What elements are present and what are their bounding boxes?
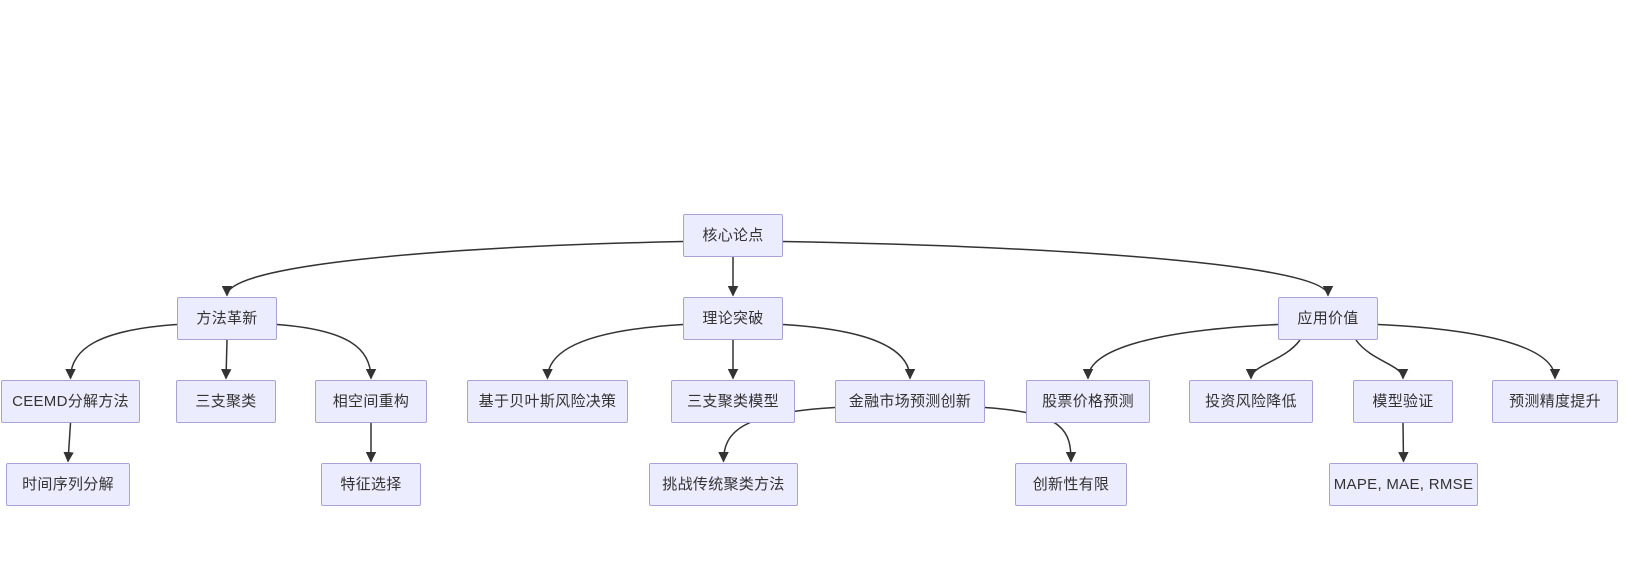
node-method-innovation: 方法革新 — [177, 297, 277, 340]
node-limited-innovation: 创新性有限 — [1015, 463, 1127, 506]
node-evaluation-metrics: MAPE, MAE, RMSE — [1329, 463, 1478, 506]
node-stock-price-prediction: 股票价格预测 — [1026, 380, 1150, 423]
node-financial-market-prediction-innovation: 金融市场预测创新 — [835, 380, 985, 423]
node-label: 股票价格预测 — [1042, 393, 1134, 410]
node-label: 应用价值 — [1297, 310, 1359, 327]
node-label: 三支聚类模型 — [687, 393, 779, 410]
node-three-way-clustering-model: 三支聚类模型 — [671, 380, 795, 423]
node-label: 特征选择 — [340, 476, 402, 493]
node-label: 基于贝叶斯风险决策 — [478, 393, 617, 410]
node-label: 理论突破 — [702, 310, 764, 327]
node-phase-space-reconstruction: 相空间重构 — [315, 380, 427, 423]
node-label: 核心论点 — [702, 227, 764, 244]
edge-application-value--investment-risk-reduction — [1245, 339, 1301, 380]
node-bayesian-risk-decision: 基于贝叶斯风险决策 — [467, 380, 628, 423]
node-label: MAPE, MAE, RMSE — [1333, 476, 1474, 493]
edge-ceemd-method--time-series-decomposition — [63, 422, 74, 463]
node-label: 创新性有限 — [1032, 476, 1110, 493]
edge-core-thesis--method-innovation — [221, 240, 684, 297]
edge-theory-breakthrough--financial-market-prediction-innovation — [782, 323, 916, 380]
node-label: CEEMD分解方法 — [12, 393, 129, 410]
edge-application-value--model-validation — [1355, 339, 1409, 380]
node-label: 金融市场预测创新 — [848, 393, 972, 410]
node-model-validation: 模型验证 — [1353, 380, 1453, 423]
node-label: 相空间重构 — [332, 393, 410, 410]
node-theory-breakthrough: 理论突破 — [683, 297, 783, 340]
edge-method-innovation--ceemd-method — [65, 323, 178, 380]
node-prediction-accuracy-improvement: 预测精度提升 — [1492, 380, 1618, 423]
edge-application-value--stock-price-prediction — [1082, 323, 1279, 380]
edge-method-innovation--phase-space-reconstruction — [276, 323, 377, 380]
node-label: 挑战传统聚类方法 — [662, 476, 785, 493]
edge-group — [63, 240, 1561, 463]
edge-financial-market-prediction-innovation--challenge-traditional-clustering — [718, 406, 836, 463]
edge-model-validation--evaluation-metrics — [1398, 422, 1409, 463]
edge-financial-market-prediction-innovation--limited-innovation — [984, 406, 1077, 463]
node-label: 三支聚类 — [195, 393, 257, 410]
edge-theory-breakthrough--bayesian-risk-decision — [542, 323, 684, 380]
node-ceemd-method: CEEMD分解方法 — [1, 380, 140, 423]
edge-method-innovation--three-way-clustering — [220, 339, 232, 380]
node-three-way-clustering: 三支聚类 — [176, 380, 276, 423]
node-time-series-decomposition: 时间序列分解 — [6, 463, 130, 506]
edge-core-thesis--application-value — [782, 240, 1334, 297]
edge-application-value--prediction-accuracy-improvement — [1377, 323, 1561, 380]
node-label: 方法革新 — [196, 310, 258, 327]
node-core-thesis: 核心论点 — [683, 214, 783, 257]
node-label: 投资风险降低 — [1205, 393, 1297, 410]
node-challenge-traditional-clustering: 挑战传统聚类方法 — [649, 463, 798, 506]
node-application-value: 应用价值 — [1278, 297, 1378, 340]
node-label: 预测精度提升 — [1509, 393, 1601, 410]
node-investment-risk-reduction: 投资风险降低 — [1189, 380, 1313, 423]
node-feature-selection: 特征选择 — [321, 463, 421, 506]
node-label: 时间序列分解 — [22, 476, 114, 493]
node-label: 模型验证 — [1372, 393, 1434, 410]
